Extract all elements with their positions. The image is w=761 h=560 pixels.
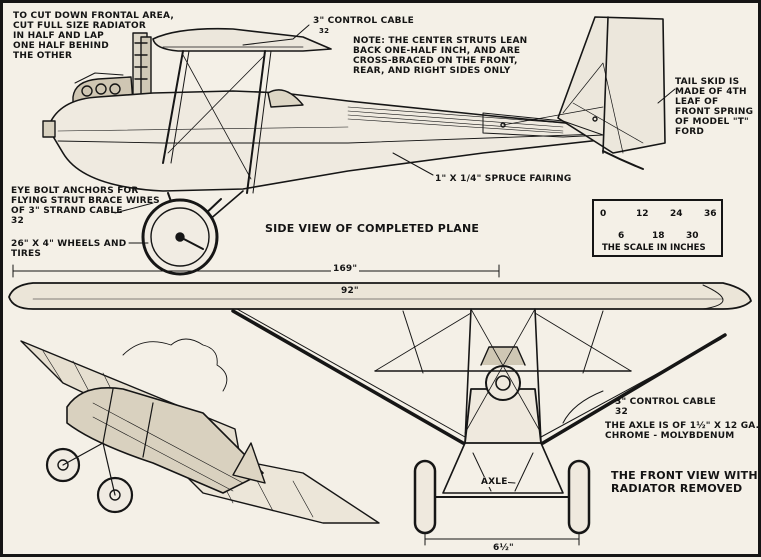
wheels-label: 26" X 4" WHEELS AND TIRES: [11, 239, 127, 259]
drawing-canvas: [8, 16, 752, 546]
front-view-caption: THE FRONT VIEW WITH RADIATOR REMOVED: [611, 469, 758, 495]
front-view-plane: [231, 308, 727, 546]
axle-label: AXLE: [481, 477, 508, 487]
scale-tick-12: 12: [636, 209, 649, 219]
eye-bolt-note: EYE BOLT ANCHORS FOR FLYING STRUT BRACE …: [11, 186, 160, 226]
control-cable-top-label: 3" CONTROL CABLE: [313, 16, 414, 26]
track-width-label: 6½": [493, 543, 514, 553]
span-92-label: 92": [339, 286, 361, 296]
scale-tick-24: 24: [670, 209, 683, 219]
wing-planform: [8, 264, 752, 310]
control-cable-top-fraction: 32: [319, 27, 330, 35]
scale-tick-0: 0: [600, 209, 607, 219]
fairing-label: 1" X 1/4" SPRUCE FAIRING: [435, 174, 572, 184]
perspective-sketch: [20, 338, 380, 524]
scale-tick-18: 18: [652, 231, 665, 241]
scale-tick-36: 36: [704, 209, 717, 219]
tail-skid-note: TAIL SKID IS MADE OF 4TH LEAF OF FRONT S…: [675, 77, 754, 137]
control-cable-front-label: 3" CONTROL CABLE 32: [615, 397, 716, 417]
axle-note: THE AXLE IS OF 1½" X 12 GA. CHROME - MOL…: [605, 421, 760, 441]
scale-caption: THE SCALE IN INCHES: [602, 243, 706, 253]
scale-box: 0 12 24 36 6 18 30 THE SCALE IN INCHES: [592, 199, 723, 257]
span-169-label: 169": [331, 264, 360, 274]
side-view-plane: [42, 16, 676, 276]
radiator-note: TO CUT DOWN FRONTAL AREA, CUT FULL SIZE …: [13, 11, 174, 61]
side-view-caption: SIDE VIEW OF COMPLETED PLANE: [265, 222, 480, 235]
struts-note: NOTE: THE CENTER STRUTS LEAN BACK ONE-HA…: [353, 36, 528, 76]
scale-tick-30: 30: [686, 231, 699, 241]
scale-tick-6: 6: [618, 231, 625, 241]
